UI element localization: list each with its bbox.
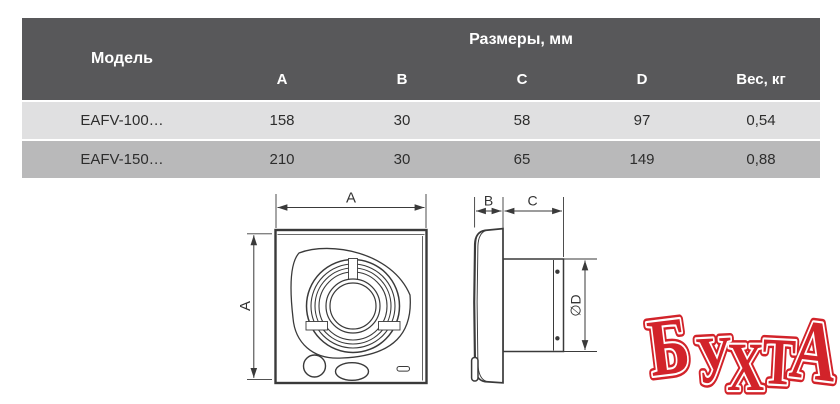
- value-c: 58: [513, 112, 531, 129]
- indicator-slot: [396, 366, 410, 372]
- dim-label-diameter-d: ∅D: [568, 294, 584, 316]
- svg-text:Т: Т: [760, 324, 797, 399]
- side-view: [470, 227, 565, 384]
- column-header-weight: Вес, кг: [736, 70, 786, 88]
- value-weight: 0,88: [746, 151, 776, 168]
- svg-text:Т: Т: [760, 324, 797, 399]
- svg-text:Х: Х: [727, 330, 764, 404]
- fan-grille: [305, 258, 401, 354]
- column-header-d: D: [636, 70, 648, 88]
- logo-text: Б У Х Т А: [643, 299, 840, 404]
- svg-text:Т: Т: [760, 324, 797, 399]
- value-weight: 0,54: [746, 112, 776, 129]
- svg-text:Х: Х: [727, 330, 764, 404]
- switch-oval: [334, 362, 370, 382]
- column-header-b: B: [396, 70, 408, 88]
- logo-outline-layer: Б У Х Т А: [640, 298, 840, 404]
- value-a: 210: [269, 151, 295, 168]
- svg-text:А: А: [786, 302, 840, 401]
- column-header-a: A: [276, 70, 288, 88]
- buhta-logo: Б У Х Т А Б У Х Т А Б У Х Т А: [640, 298, 840, 404]
- sizes-header-group: Размеры, мм A B C D Вес, кг: [222, 18, 820, 100]
- panel-foot: [470, 356, 479, 382]
- svg-text:У: У: [694, 322, 734, 397]
- svg-text:Б: Б: [643, 299, 694, 394]
- dim-label-c: C: [527, 193, 537, 209]
- model-column-header: Модель: [91, 50, 153, 67]
- svg-text:Б: Б: [643, 299, 694, 394]
- value-d: 97: [633, 112, 651, 129]
- dim-label-width-a: A: [346, 190, 356, 207]
- value-d: 149: [629, 151, 655, 168]
- side-dimensions: [474, 197, 597, 352]
- svg-text:А: А: [786, 302, 840, 401]
- fan-technical-drawing: A A B C ∅D: [237, 190, 597, 385]
- value-c: 65: [513, 151, 531, 168]
- model-cell: EAFV-150…: [80, 151, 164, 168]
- value-b: 30: [393, 151, 411, 168]
- value-b: 30: [393, 112, 411, 129]
- logo-white-layer: Б У Х Т А: [641, 298, 840, 404]
- value-a: 158: [269, 112, 295, 129]
- front-swoosh: [290, 247, 411, 359]
- svg-text:У: У: [694, 322, 734, 397]
- table-row: EAFV-150… 210 30 65 149 0,88: [22, 141, 820, 178]
- dimensions-table: Модель Размеры, мм A B C D Вес, кг EAFV-…: [22, 18, 820, 178]
- front-view: [274, 228, 428, 385]
- table-header: Модель Размеры, мм A B C D Вес, кг: [22, 18, 820, 100]
- table-row: EAFV-100… 158 30 58 97 0,54: [22, 102, 820, 139]
- model-cell: EAFV-100…: [80, 112, 164, 129]
- svg-text:У: У: [694, 322, 734, 397]
- svg-text:А: А: [786, 302, 840, 401]
- svg-text:Х: Х: [727, 330, 764, 404]
- column-letters-row: A B C D Вес, кг: [222, 62, 820, 100]
- dim-label-height-a: A: [237, 301, 254, 311]
- duct: [502, 258, 565, 353]
- dim-label-b: B: [484, 193, 493, 209]
- sensor-circle: [302, 354, 327, 378]
- sizes-group-header: Размеры, мм: [469, 31, 573, 48]
- front-dimensions: [247, 194, 427, 380]
- column-header-c: C: [516, 70, 528, 88]
